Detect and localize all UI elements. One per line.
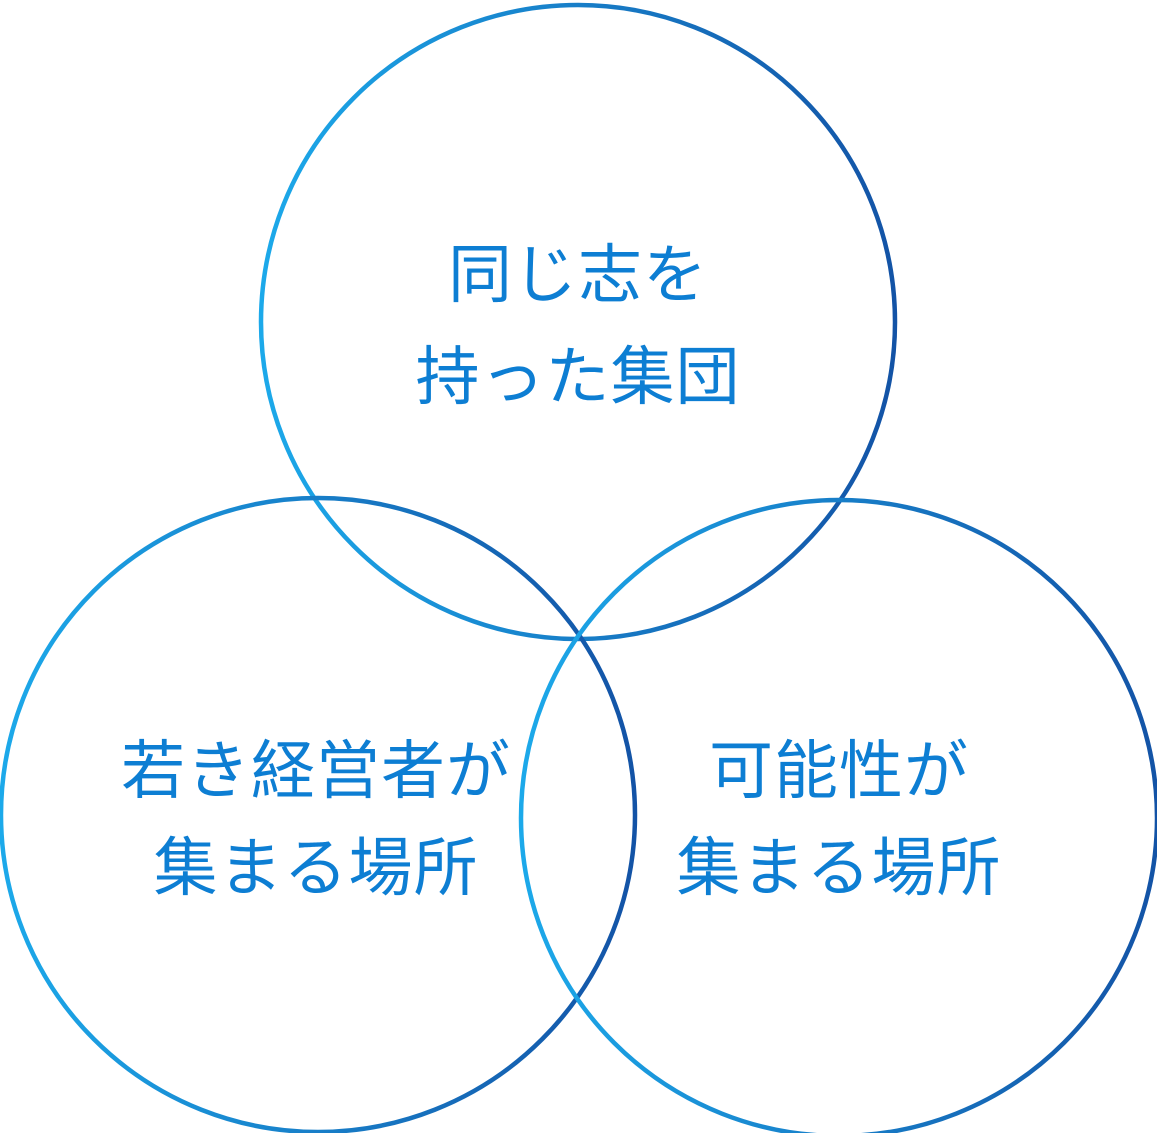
label-shared-aspiration-line1: 同じ志を — [448, 239, 708, 311]
label-possibilities-line2: 集まる場所 — [677, 832, 1002, 904]
label-young-managers-line2: 集まる場所 — [154, 832, 479, 904]
circle-young-managers — [0, 495, 638, 1133]
label-shared-aspiration-line2: 持った集団 — [416, 341, 741, 413]
circle-shared-aspiration — [258, 2, 898, 642]
circle-possibilities — [518, 497, 1157, 1133]
label-possibilities-line1: 可能性が — [709, 735, 969, 807]
label-young-managers-line1: 若き経営者が — [121, 735, 511, 807]
